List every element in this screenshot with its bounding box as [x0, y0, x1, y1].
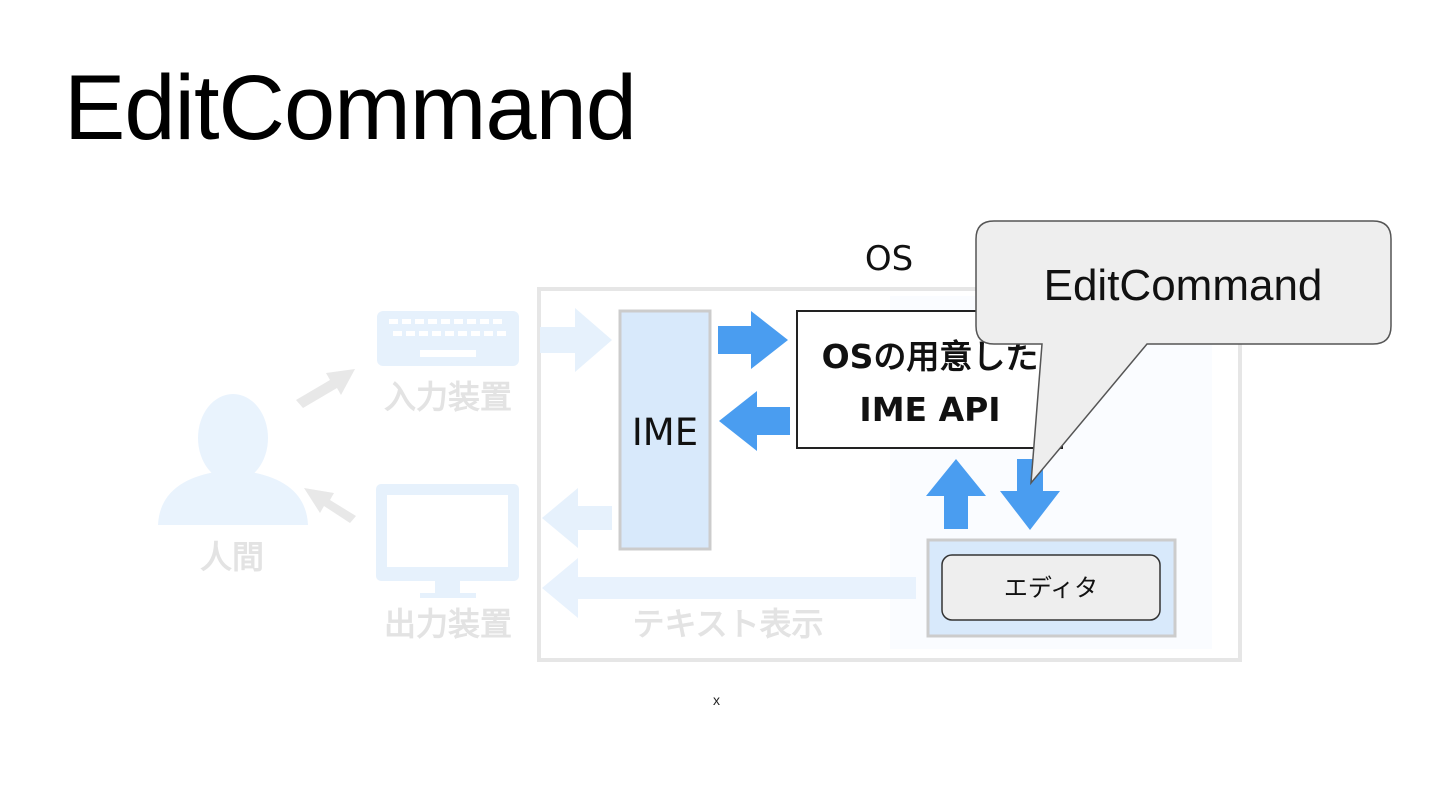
- person-silhouette-icon: [158, 394, 308, 525]
- editor-to-api-arrow: [926, 459, 986, 529]
- slide-title: EditCommand: [64, 57, 637, 159]
- footer-text: x: [713, 692, 720, 708]
- editor-label: エディタ: [1004, 574, 1098, 602]
- ime-to-api-arrow: [718, 311, 788, 369]
- text-display-arrow: [542, 558, 916, 618]
- monitor-icon: [376, 484, 519, 598]
- output-device-label: 出力装置: [384, 605, 512, 643]
- api-to-editor-arrow: [1000, 459, 1060, 530]
- os-label: OS: [865, 239, 913, 279]
- callout-label: EditCommand: [1044, 261, 1323, 310]
- os-ime-api-line2: IME API: [859, 390, 1000, 429]
- editor-box: [941, 554, 1161, 621]
- ime-box: [618, 309, 712, 551]
- ime-label: IME: [632, 411, 698, 454]
- ime-to-monitor-arrow: [542, 488, 612, 548]
- os-box: [537, 287, 1242, 662]
- api-to-ime-arrow: [719, 391, 790, 451]
- keyboard-icon: [377, 311, 519, 366]
- human-to-input-arrow: [296, 369, 355, 408]
- input-device-label: 入力装置: [384, 378, 512, 416]
- human-label: 人間: [200, 538, 264, 576]
- output-to-human-arrow: [304, 488, 356, 523]
- keyboard-to-ime-arrow: [540, 308, 612, 372]
- callout-bubble: [975, 220, 1392, 486]
- text-display-label: テキスト表示: [632, 605, 823, 643]
